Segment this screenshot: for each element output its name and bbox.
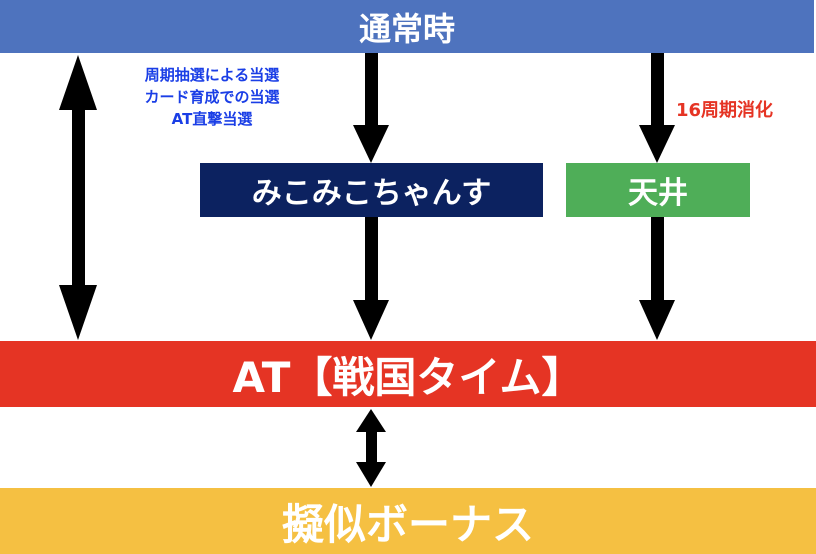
arrow-mikomiko-to-at (353, 217, 389, 340)
pseudo-bonus-box: 擬似ボーナス (0, 488, 816, 554)
at-sengoku-time-box: AT【戦国タイム】 (0, 341, 816, 407)
at-label: AT【戦国タイム】 (232, 352, 584, 402)
route-card-training: カード育成での当選 (144, 88, 280, 106)
ceiling-box: 天井 (566, 163, 750, 217)
arrow-ceiling-to-at (639, 217, 675, 340)
mikomiko-chance-label: みこみこちゃんす (251, 176, 492, 211)
mikomiko-chance-box: みこみこちゃんす (200, 163, 543, 217)
win-routes-note: 周期抽選による当選 カード育成での当選 AT直撃当選 (112, 64, 312, 130)
normal-state-label: 通常時 (358, 9, 455, 48)
pseudo-bonus-label: 擬似ボーナス (281, 499, 534, 549)
arrow-normal-to-mikomiko (353, 53, 389, 163)
double-arrow-normal-at (59, 55, 97, 340)
ceiling-label: 天井 (628, 176, 688, 211)
double-arrow-at-bonus (356, 409, 386, 487)
normal-state-box: 通常時 (0, 0, 814, 53)
ceiling-condition-note: 16周期消化 (676, 100, 774, 121)
route-periodic-lottery: 周期抽選による当選 (144, 66, 280, 84)
route-direct-hit: AT直撃当選 (171, 110, 253, 128)
arrow-normal-to-ceiling (639, 53, 675, 163)
